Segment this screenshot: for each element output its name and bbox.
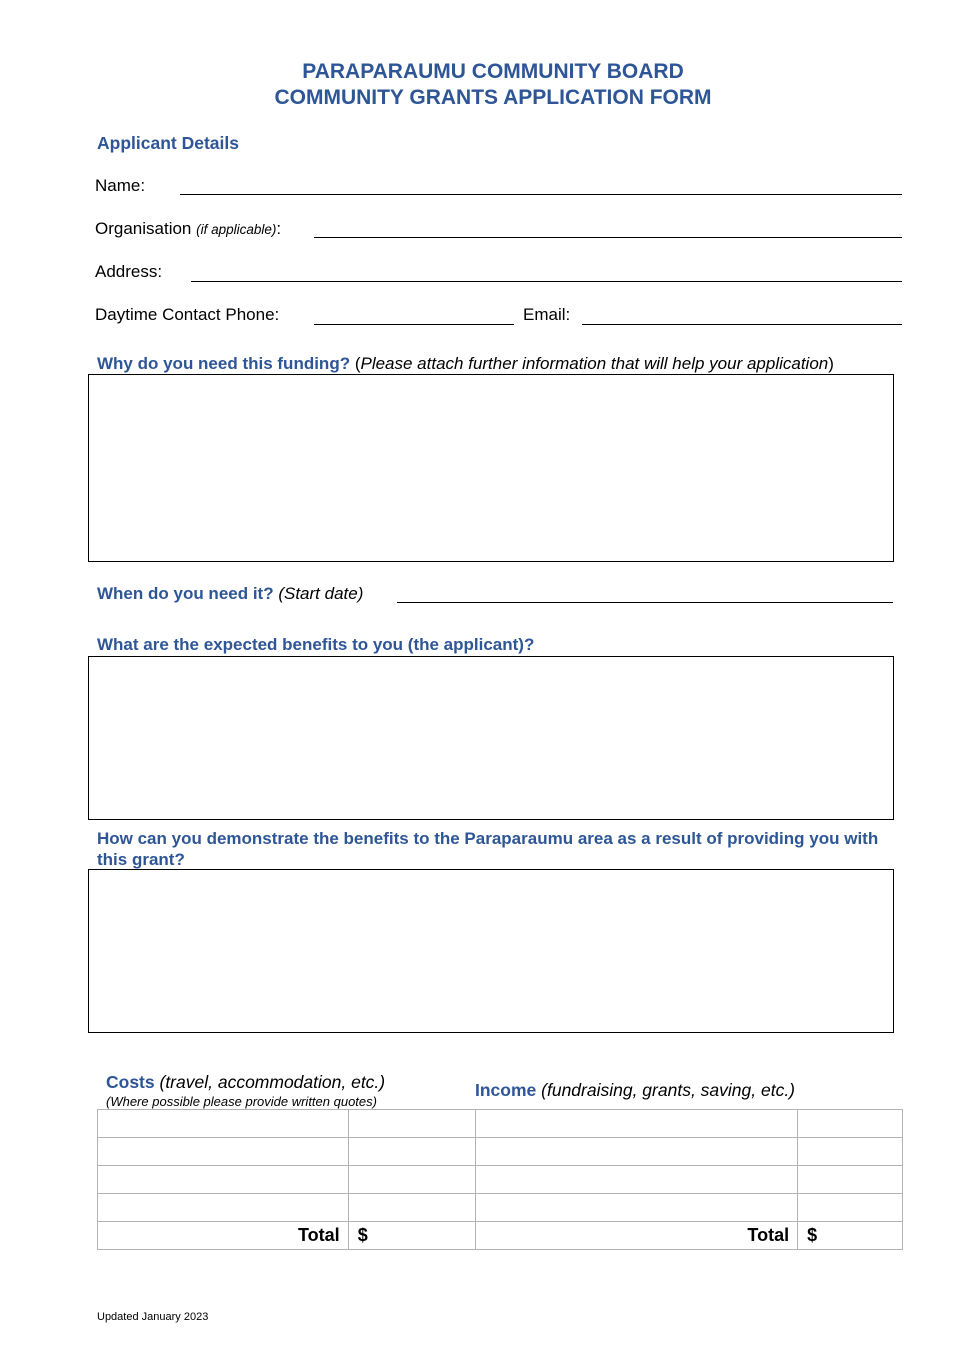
cost-item-cell[interactable] bbox=[97, 1109, 349, 1138]
address-label: Address: bbox=[95, 262, 163, 281]
form-title-line1: PARAPARAUMU COMMUNITY BOARD bbox=[302, 60, 684, 83]
costs-heading: Costs (travel, accommodation, etc.) bbox=[106, 1072, 385, 1093]
costs-note: (travel, accommodation, etc.) bbox=[154, 1072, 386, 1092]
costs-total-label: Total bbox=[97, 1221, 349, 1250]
phone-field[interactable] bbox=[314, 324, 514, 325]
costs-total-currency[interactable]: $ bbox=[347, 1221, 476, 1250]
funding-paren-open: ( bbox=[350, 354, 361, 373]
organisation-label: Organisation (if applicable): bbox=[95, 219, 281, 239]
benefits-area-question: How can you demonstrate the benefits to … bbox=[97, 829, 879, 869]
costs-income-table: Total $ Total $ bbox=[97, 1109, 903, 1250]
name-label: Name: bbox=[95, 176, 146, 195]
income-item-cell[interactable] bbox=[474, 1193, 799, 1222]
income-amount-cell[interactable] bbox=[797, 1193, 903, 1222]
total-row: Total $ Total $ bbox=[97, 1221, 903, 1250]
income-amount-cell[interactable] bbox=[797, 1137, 903, 1166]
costs-heading-text: Costs bbox=[106, 1072, 155, 1092]
income-item-cell[interactable] bbox=[474, 1109, 799, 1138]
organisation-note: (if applicable) bbox=[196, 222, 277, 237]
cost-item-cell[interactable] bbox=[97, 1137, 349, 1166]
table-row bbox=[97, 1137, 903, 1166]
applicant-details-heading: Applicant Details bbox=[97, 133, 239, 153]
when-note: (Start date) bbox=[273, 584, 364, 603]
income-note: (fundraising, grants, saving, etc.) bbox=[536, 1080, 796, 1100]
funding-note: Please attach further information that w… bbox=[360, 354, 829, 373]
funding-question-text: Why do you need this funding? bbox=[97, 354, 351, 373]
organisation-field[interactable] bbox=[314, 237, 902, 238]
costs-subnote: (Where possible please provide written q… bbox=[106, 1094, 377, 1109]
funding-paren-close: ) bbox=[828, 354, 834, 373]
income-item-cell[interactable] bbox=[474, 1165, 799, 1194]
organisation-label-text: Organisation bbox=[95, 219, 192, 238]
organisation-colon: : bbox=[276, 219, 282, 238]
income-heading: Income (fundraising, grants, saving, etc… bbox=[475, 1080, 795, 1101]
cost-item-cell[interactable] bbox=[97, 1193, 349, 1222]
updated-date: Updated January 2023 bbox=[97, 1311, 209, 1323]
form-title-line2: COMMUNITY GRANTS APPLICATION FORM bbox=[274, 86, 712, 109]
income-total-label: Total bbox=[474, 1221, 799, 1250]
income-amount-cell[interactable] bbox=[797, 1165, 903, 1194]
income-amount-cell[interactable] bbox=[797, 1109, 903, 1138]
benefits-applicant-answer-box[interactable] bbox=[88, 656, 894, 820]
table-row bbox=[97, 1193, 903, 1222]
email-field[interactable] bbox=[582, 324, 902, 325]
income-heading-text: Income bbox=[475, 1080, 537, 1100]
name-field[interactable] bbox=[180, 194, 902, 195]
start-date-field[interactable] bbox=[397, 602, 893, 603]
table-row bbox=[97, 1165, 903, 1194]
income-total-currency[interactable]: $ bbox=[797, 1221, 903, 1250]
when-question-text: When do you need it? bbox=[97, 584, 274, 603]
table-row bbox=[97, 1109, 903, 1138]
phone-label: Daytime Contact Phone: bbox=[95, 305, 280, 324]
email-label: Email: bbox=[523, 305, 571, 324]
benefits-area-answer-box[interactable] bbox=[88, 869, 894, 1033]
benefits-applicant-question: What are the expected benefits to you (t… bbox=[97, 635, 535, 654]
when-question: When do you need it? (Start date) bbox=[97, 584, 363, 604]
cost-amount-cell[interactable] bbox=[347, 1109, 476, 1138]
funding-question: Why do you need this funding? (Please at… bbox=[97, 354, 834, 374]
funding-answer-box[interactable] bbox=[88, 374, 894, 562]
address-field[interactable] bbox=[191, 281, 902, 282]
cost-amount-cell[interactable] bbox=[347, 1193, 476, 1222]
cost-amount-cell[interactable] bbox=[347, 1137, 476, 1166]
cost-amount-cell[interactable] bbox=[347, 1165, 476, 1194]
cost-item-cell[interactable] bbox=[97, 1165, 349, 1194]
income-item-cell[interactable] bbox=[474, 1137, 799, 1166]
